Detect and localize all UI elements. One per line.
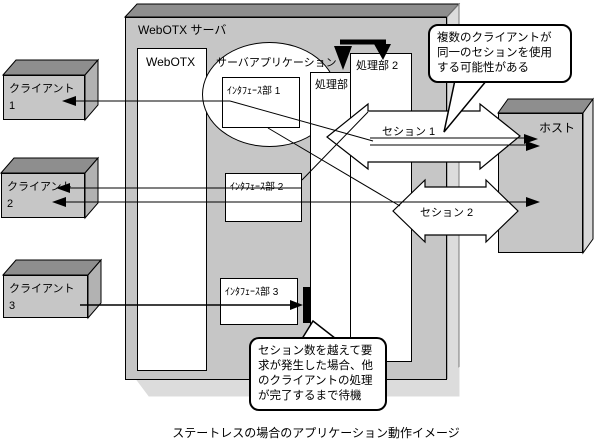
processor-link-arrowhead-left (334, 46, 352, 70)
arrowhead-client2-lower (52, 197, 66, 207)
session-1-label: セション 1 (382, 126, 436, 138)
server-title: WebOTX サーバ (138, 23, 227, 37)
interface-3-box: ｲﾝﾀﾌｪｰｽ部 3 (220, 278, 298, 325)
client-2-number: 2 (7, 198, 14, 210)
bubble-wait-queue: セション数を越えて要 求が発生した場合、他 のクライアントの処理 が完了するまで… (249, 337, 387, 411)
bubble-1-line-3: する可能性がある (437, 62, 529, 74)
client-3-number: 3 (9, 300, 16, 312)
session-2-arrow (392, 178, 519, 244)
client-1-box: クライアント 1 (3, 75, 85, 120)
processor-1-label: 処理部 1 (315, 79, 358, 91)
bubble-1-line-2: 同一のセションを使用 (437, 47, 552, 59)
arrowhead-client1 (62, 96, 76, 106)
server-application-label: サーバアプリケーション (216, 57, 337, 69)
bubble-1-line-1: 複数のクライアントが (437, 32, 552, 44)
diagram-caption: ステートレスの場合のアプリケーション動作イメージ (172, 426, 460, 440)
client-3-box: クライアント 3 (3, 275, 88, 318)
client-3-label: クライアント (9, 283, 75, 295)
bubble-2-line-2: 求が発生した場合、他 (258, 360, 373, 372)
arrowhead-host-session2 (526, 197, 540, 207)
webotx-runtime-label: WebOTX (146, 55, 196, 69)
block-bar (303, 287, 310, 323)
client-2-box: クライアント 2 (1, 173, 85, 218)
line-interface1-session1 (229, 100, 374, 142)
arrowhead-client3-block (290, 300, 303, 310)
webotx-runtime-box: WebOTX (137, 48, 207, 371)
host-right-face (582, 97, 594, 255)
processor-link-arrowhead-right (374, 44, 391, 60)
client-3-right-face (87, 258, 102, 320)
bubble-2-line-1: セション数を越えて要 (258, 345, 373, 357)
arrowhead-host-session1-a (524, 134, 538, 144)
bubble-shared-session: 複数のクライアントが 同一のセションを使用 する可能性がある (428, 24, 572, 83)
processor-2-label: 処理部 2 (356, 60, 399, 72)
session-1-arrow (326, 102, 521, 171)
client-1-right-face (84, 58, 99, 122)
line-interface1-session2 (267, 127, 401, 207)
arrowhead-client2-upper (56, 183, 70, 193)
client-1-label: クライアント (9, 83, 75, 95)
line-interface2-session1 (301, 111, 369, 181)
interface-1-label: ｲﾝﾀﾌｪｰｽ部 1 (227, 86, 281, 97)
client-2-label: クライアント (7, 181, 73, 193)
bubble-2-line-4: が完了するまで待機 (258, 390, 362, 402)
session-2-label: セション 2 (420, 207, 474, 219)
bubble-2-line-3: のクライアントの処理 (258, 375, 373, 387)
arrowhead-host-session1-b (526, 141, 540, 151)
host-label: ホスト (539, 121, 576, 135)
interface-3-label: ｲﾝﾀﾌｪｰｽ部 3 (225, 287, 279, 298)
client-1-number: 1 (9, 100, 16, 112)
